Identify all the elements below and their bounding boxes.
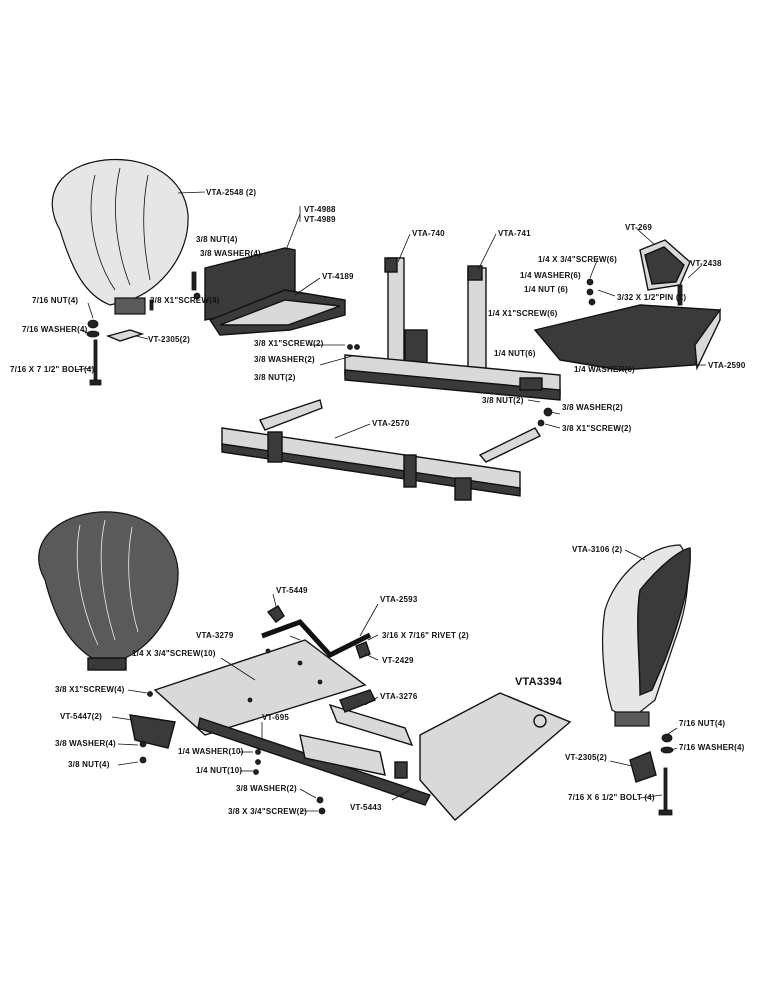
label-vta-2570: VTA-2570 xyxy=(372,419,410,428)
label-washer-7-16-4b: 7/16 WASHER(4) xyxy=(679,743,745,752)
label-vt-4989: VT-4989 xyxy=(304,215,336,224)
label-screw-3-8x1-4b: 3/8 X1"SCREW(4) xyxy=(55,685,125,694)
label-vt-5447: VT-5447(2) xyxy=(60,712,102,721)
label-vt-2429: VT-2429 xyxy=(382,656,414,665)
label-nut-7-16-4b: 7/16 NUT(4) xyxy=(679,719,725,728)
label-washer-1-4-10: 1/4 WASHER(10) xyxy=(178,747,244,756)
label-vt-695: VT-695 xyxy=(262,713,289,722)
seat-hardware-top xyxy=(86,271,201,386)
pedal-vt-269 xyxy=(639,239,691,306)
label-screw-3-8x3-4-2: 3/8 X 3/4"SCREW(2) xyxy=(228,807,307,816)
label-rivet-3-16x7-16: 3/16 X 7/16" RIVET (2) xyxy=(382,631,469,640)
label-nut-3-8-2b: 3/8 NUT(2) xyxy=(482,396,524,405)
frame-vta-2570 xyxy=(221,399,542,501)
label-nut-3-8-4: 3/8 NUT(4) xyxy=(196,235,238,244)
bracket-vt-5447 xyxy=(129,714,176,764)
label-screw-1-4x1-6: 1/4 X1"SCREW(6) xyxy=(488,309,558,318)
seat-vta-2548 xyxy=(51,158,189,315)
label-vt-5449: VT-5449 xyxy=(276,586,308,595)
label-nut-7-16-4a: 7/16 NUT(4) xyxy=(32,296,78,305)
label-washer-3-8-2a: 3/8 WASHER(2) xyxy=(254,355,315,364)
label-washer-1-4-6b: 1/4 WASHER(6) xyxy=(574,365,635,374)
bracket-vta-740 xyxy=(384,257,428,366)
label-nut-1-4-10: 1/4 NUT(10) xyxy=(196,766,242,775)
label-vt-2305-b: VT-2305(2) xyxy=(565,753,607,762)
leader-lines xyxy=(74,191,706,812)
platform-vta-2590 xyxy=(533,304,722,371)
label-vta3394: VTA3394 xyxy=(515,676,563,688)
label-screw-1-4x3-4-10: 1/4 X 3/4"SCREW(10) xyxy=(132,649,216,658)
label-vta-3279: VTA-3279 xyxy=(196,631,234,640)
label-washer-1-4-6: 1/4 WASHER(6) xyxy=(520,271,581,280)
label-vta-2548: VTA-2548 (2) xyxy=(206,188,256,197)
footrest-vt-4189 xyxy=(204,247,346,336)
label-vta-741: VTA-741 xyxy=(498,229,531,238)
label-vt-2438: VT-2438 xyxy=(690,259,722,268)
label-vt-2305-a: VT-2305(2) xyxy=(148,335,190,344)
label-screw-1-4x3-4-6: 1/4 X 3/4"SCREW(6) xyxy=(538,255,617,264)
label-vta-2593: VTA-2593 xyxy=(380,595,418,604)
label-washer-3-8-4b: 3/8 WASHER(4) xyxy=(55,739,116,748)
label-nut-1-4-6: 1/4 NUT (6) xyxy=(524,285,568,294)
seat-bottom-left xyxy=(38,511,179,671)
lever-vta-2593 xyxy=(261,605,372,659)
callout-labels: VTA-2548 (2) VT-4988 VT-4989 3/8 NUT(4) … xyxy=(10,188,746,816)
plate-vta3394 xyxy=(419,692,572,821)
label-screw-3-8x1-2a: 3/8 X1"SCREW(2) xyxy=(254,339,324,348)
hardware-bottom-right xyxy=(629,733,674,816)
bracket-vta-3276 xyxy=(328,689,414,747)
label-pin-3-32x1-2: 3/32 X 1/2"PIN (2) xyxy=(617,293,686,302)
label-vt-269: VT-269 xyxy=(625,223,652,232)
label-screw-3-8x1-4: 3/8 X1"SCREW(4) xyxy=(150,296,220,305)
label-bolt-7-16x6-1-2: 7/16 X 6 1/2" BOLT (4) xyxy=(568,793,655,802)
label-screw-3-8x1-2b: 3/8 X1"SCREW(2) xyxy=(562,424,632,433)
bracket-vta-741 xyxy=(467,265,487,374)
label-vta-3276: VTA-3276 xyxy=(380,692,418,701)
label-washer-3-8-4: 3/8 WASHER(4) xyxy=(200,249,261,258)
crossbar-top xyxy=(344,354,561,401)
label-vta-740: VTA-740 xyxy=(412,229,445,238)
label-bolt-7-16x7-1-2: 7/16 X 7 1/2" BOLT(4) xyxy=(10,365,94,374)
label-nut-1-4-6b: 1/4 NUT(6) xyxy=(494,349,536,358)
label-vta-3106: VTA-3106 (2) xyxy=(572,545,622,554)
label-vt-4189: VT-4189 xyxy=(322,272,354,281)
label-washer-7-16-4a: 7/16 WASHER(4) xyxy=(22,325,88,334)
plate-vta-3279 xyxy=(147,639,367,736)
label-vt-4988: VT-4988 xyxy=(304,205,336,214)
seat-vta-3106 xyxy=(602,544,691,727)
rail-vt-5443 xyxy=(197,717,431,806)
hardware-bottom-middle xyxy=(253,749,326,815)
label-vta-2590: VTA-2590 xyxy=(708,361,746,370)
label-nut-3-8-4b: 3/8 NUT(4) xyxy=(68,760,110,769)
label-vt-5443: VT-5443 xyxy=(350,803,382,812)
hardware-top-right xyxy=(347,278,596,427)
label-nut-3-8-2a: 3/8 NUT(2) xyxy=(254,373,296,382)
label-washer-3-8-2b: 3/8 WASHER(2) xyxy=(562,403,623,412)
label-washer-3-8-2c: 3/8 WASHER(2) xyxy=(236,784,297,793)
